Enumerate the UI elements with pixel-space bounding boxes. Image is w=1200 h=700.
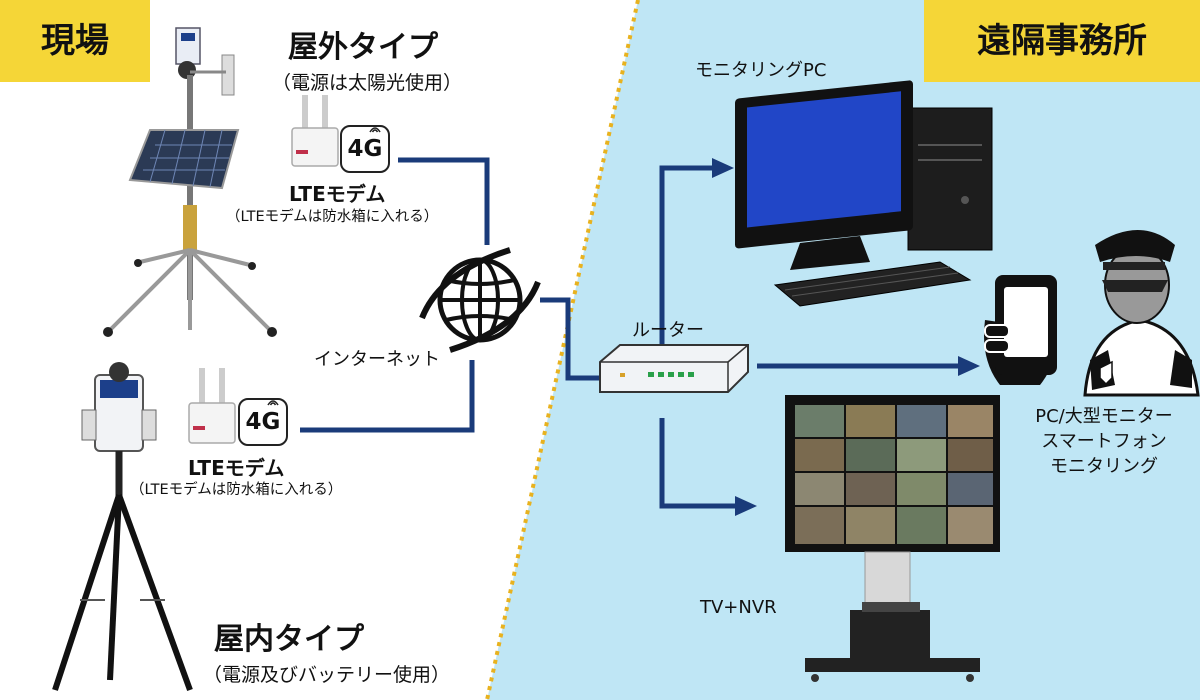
line-indoor-modem-internet	[300, 360, 475, 433]
line-outdoor-modem-internet	[398, 157, 490, 245]
arrow-to-tv	[735, 496, 757, 516]
outdoor-4g-badge: 4G	[340, 125, 390, 173]
outdoor-type-title: 屋外タイプ	[288, 30, 438, 65]
tv-nvr-icon	[785, 395, 1000, 682]
divider-line	[485, 0, 640, 700]
outdoor-camera-unit	[103, 27, 277, 337]
line-router-pc	[659, 165, 712, 345]
signal-icon	[369, 127, 381, 133]
line-router-tv	[659, 418, 735, 509]
outdoor-power-note: （電源は太陽光使用）	[272, 72, 463, 94]
security-guard-icon	[1083, 230, 1200, 397]
router-icon	[599, 344, 749, 393]
indoor-modem-note: （LTEモデムは防水箱に入れる）	[130, 482, 343, 498]
outdoor-4g-text: 4G	[347, 136, 383, 162]
tv-nvr-label: TV+NVR	[700, 597, 777, 618]
connection-lines	[300, 157, 960, 509]
smartphone-icon	[984, 275, 1057, 385]
indoor-camera-unit	[52, 362, 193, 692]
line-internet-router	[540, 297, 600, 381]
monitoring-pc-label: モニタリングPC	[695, 60, 827, 81]
remote-label-line1: PC/大型モニター	[1035, 406, 1173, 427]
internet-label: インターネット	[314, 349, 440, 370]
indoor-modem-label: LTEモデム	[188, 456, 285, 480]
signal-icon	[267, 400, 279, 406]
office-background	[487, 0, 1200, 700]
remote-label-line2: スマートフォン	[1041, 431, 1167, 452]
indoor-power-note: （電源及びバッテリー使用）	[203, 664, 451, 686]
outdoor-modem-label: LTEモデム	[289, 182, 386, 206]
tv-screen-tiles	[795, 405, 993, 544]
monitoring-pc-icon	[735, 80, 993, 307]
remote-label-line3: モニタリング	[1050, 456, 1158, 477]
outdoor-lte-modem-icon	[291, 95, 339, 167]
office-tag: 遠隔事務所	[924, 0, 1200, 82]
indoor-lte-modem-icon	[188, 368, 236, 444]
arrow-heads	[712, 158, 980, 516]
globe-icon	[419, 247, 541, 353]
outdoor-modem-note: （LTEモデムは防水箱に入れる）	[226, 209, 439, 225]
indoor-4g-text: 4G	[245, 409, 281, 435]
indoor-type-title: 屋内タイプ	[214, 622, 364, 657]
arrow-to-phone	[958, 356, 980, 376]
arrow-to-pc	[712, 158, 734, 178]
indoor-4g-badge: 4G	[238, 398, 288, 446]
remote-monitoring-label: PC/大型モニター スマートフォン モニタリング	[1010, 404, 1198, 479]
field-tag: 現場	[0, 0, 150, 82]
router-label: ルーター	[632, 320, 704, 341]
